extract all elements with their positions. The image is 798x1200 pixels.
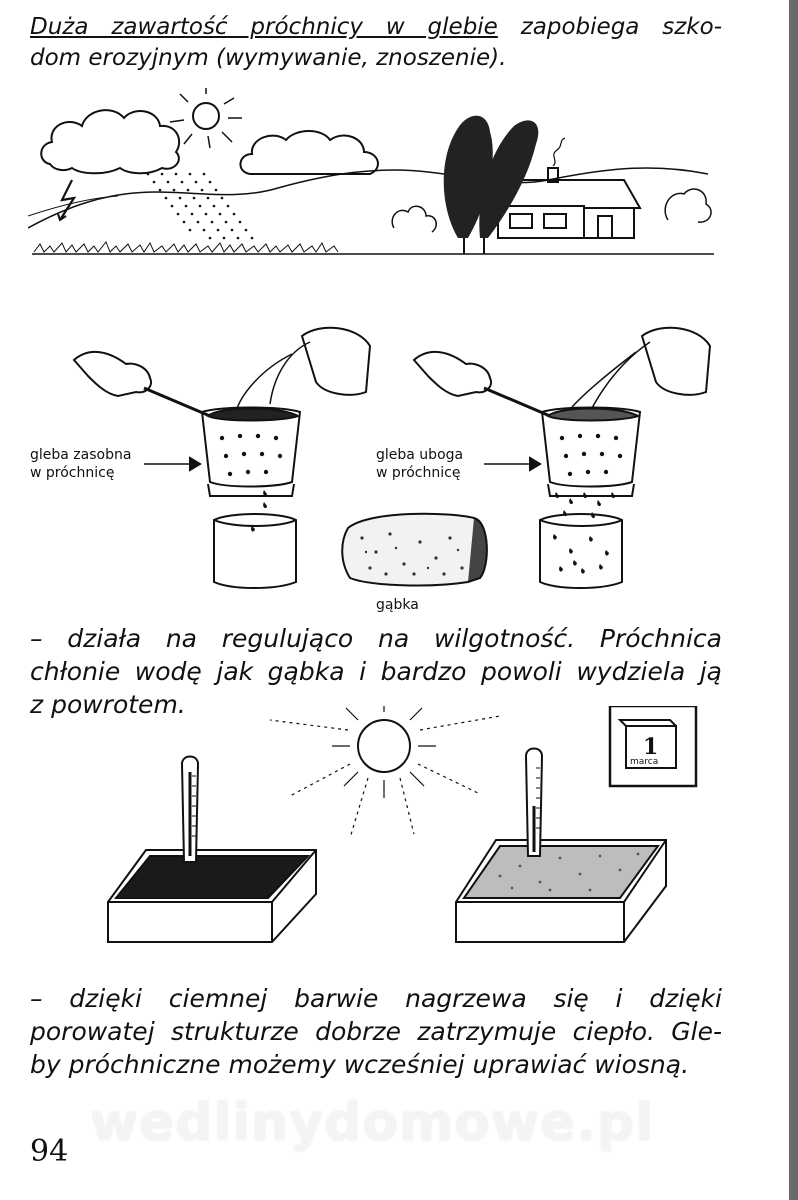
calendar-icon — [608, 706, 698, 788]
label-poor-soil: gleba uboga w próchnicę — [376, 446, 463, 482]
paragraph-warmth: – dzięki ciemnej barwie nagrzewa się i d… — [30, 982, 722, 1081]
label-sponge: gąbka — [376, 597, 419, 613]
sun-center — [357, 719, 411, 773]
page-edge-shadow — [789, 0, 798, 1200]
sponge — [341, 512, 488, 587]
hand-left — [72, 350, 152, 398]
lightning-bolt — [59, 179, 77, 221]
bush-right — [664, 188, 712, 223]
cloud-right — [239, 130, 379, 175]
warmth-experiment-illustration: 1 marca — [107, 706, 698, 943]
poor-soil-setup — [412, 326, 712, 589]
label-poor-line2: w próchnicę — [376, 465, 461, 481]
label-poor-line1: gleba uboga — [376, 447, 464, 463]
sun-top — [192, 102, 220, 130]
label-rich-line1: gleba zasobna — [30, 447, 132, 463]
calendar-month: marca — [630, 757, 658, 767]
paragraph-moisture: – działa na regulująco na wilgotność. Pr… — [30, 622, 722, 721]
dark-soil-box — [107, 849, 317, 943]
jug-right — [640, 326, 712, 396]
paragraph3-line3: by próchniczne możemy wcześniej uprawiać… — [30, 1050, 690, 1079]
label-rich-soil: gleba zasobna w próchnicę — [30, 446, 131, 482]
paragraph2-line1: – działa na regulująco na wilgotność. Pr… — [30, 624, 722, 653]
paragraph3-line1: – dzięki ciemnej barwie nagrzewa się i d… — [30, 984, 722, 1013]
thermometer-left — [180, 755, 200, 863]
glass-left — [213, 513, 297, 589]
watermark: wedlinydomowe.pl — [90, 1093, 655, 1153]
cloud-left — [40, 109, 181, 175]
jug-left — [300, 326, 372, 396]
paragraph-erosion: Duża zawartość próchnicy w glebie zapobi… — [30, 12, 722, 74]
paragraph1-rest: zapobiega szko- — [497, 14, 722, 40]
bush-left — [391, 205, 437, 233]
trees — [443, 115, 539, 238]
sieve-right — [540, 406, 642, 488]
light-soil-box — [455, 839, 667, 943]
erosion-landscape-illustration — [28, 88, 714, 255]
paragraph2-line2: chłonie wodę jak gąbka i bardzo powoli w… — [30, 657, 722, 686]
paragraph1-line2: dom erozyjnym (wymywanie, znoszenie). — [30, 45, 507, 71]
glass-right — [539, 513, 623, 589]
page-number: 94 — [30, 1134, 69, 1169]
thermometer-right — [524, 747, 544, 857]
paragraph2-line3: z powrotem. — [30, 690, 186, 719]
sieve-left — [200, 406, 302, 488]
hand-right — [412, 350, 492, 398]
calendar-day: 1 — [643, 734, 658, 760]
paragraph3-line2: porowatej strukturze dobrze zatrzymuje c… — [30, 1017, 722, 1046]
moisture-experiment-illustration — [72, 326, 712, 589]
label-rich-line2: w próchnicę — [30, 465, 115, 481]
rain-streaks — [146, 172, 254, 240]
rich-soil-setup — [72, 326, 372, 589]
hills — [28, 167, 709, 229]
underlined-phrase: Duża zawartość próchnicy w glebie — [30, 14, 498, 40]
